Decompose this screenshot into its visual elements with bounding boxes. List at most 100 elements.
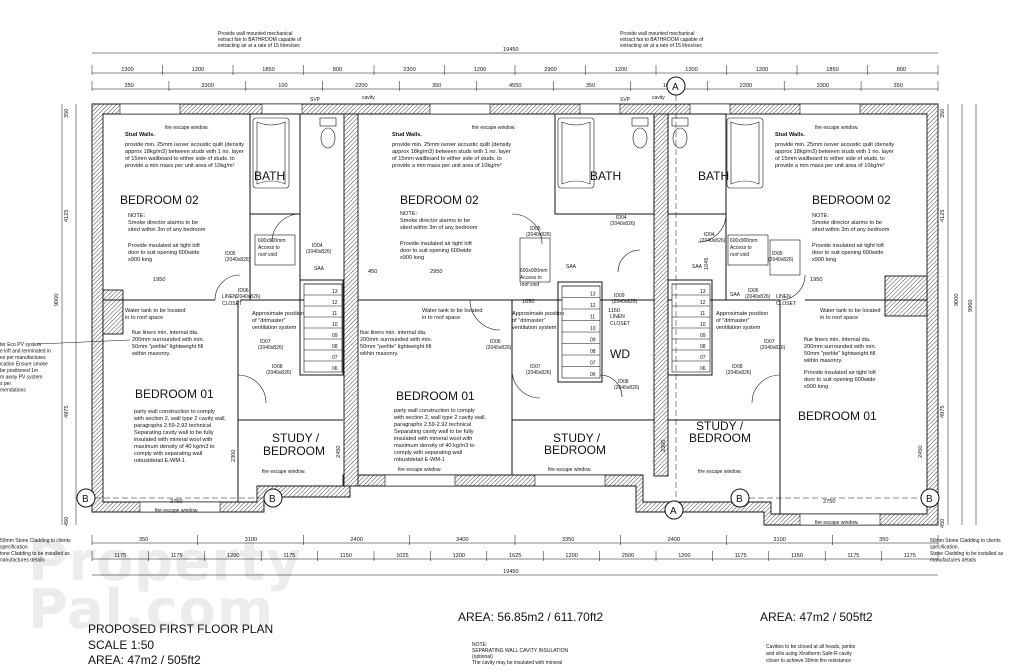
dim-right-450: 450 — [940, 519, 946, 528]
top-note-left: Provide wall mounted mechanical extract … — [218, 31, 302, 49]
water-tank-note: in to roof space — [125, 315, 163, 321]
party-wall-line: insulated with mineral wool with — [134, 437, 212, 443]
internal-dimension: 1150 — [608, 308, 620, 314]
vent-note: of "drimaster" — [512, 318, 546, 324]
loft-note: x900 long — [400, 255, 424, 261]
internal-dimension: 2300 — [661, 440, 667, 452]
stair-tread-number: 11 — [590, 315, 595, 321]
bottom-note: (optional) — [472, 654, 493, 660]
flue-note: 200mm surrounded with min. — [360, 337, 433, 343]
stud-line: of 15mm wallboard to either side of stud… — [125, 156, 235, 162]
dim-bottom-row2: 1175 — [283, 553, 295, 559]
fire-escape-label: fire escape window. — [165, 125, 209, 131]
cladding-note-left: 50mm Stone Cladding to clientsspecificat… — [0, 538, 71, 564]
party-wall-line: maximum density of 40 kg/m3 to — [394, 443, 475, 449]
smoke-note: sited within 3m of any bedroom — [128, 227, 206, 233]
room-labels: BATH BATH BATH BEDROOM 02 BEDROOM 02 BED… — [120, 169, 891, 458]
dim-right-9000: 9000 — [954, 294, 960, 306]
linen-label: LINEN — [776, 294, 791, 300]
flue-note: 200mm surrounded with min. — [804, 344, 877, 350]
stud-heading: Stud Walls. — [125, 132, 155, 138]
door-size-label: (2040x826) — [745, 294, 771, 300]
cladding-left-line: 50mm Stone Cladding to clients — [0, 538, 71, 544]
internal-dimension: 2300 — [231, 450, 237, 462]
cavities-note: and sills using Xtratherm Safe-R cavity — [766, 651, 852, 657]
vent-note: Approximate position — [716, 311, 768, 317]
linen-label: CLOSET — [222, 301, 242, 307]
loft-note: Provide insulated air tight loft — [128, 243, 200, 249]
pv-note-line: mendations — [0, 388, 26, 394]
party-wall-line: paragraphs 2.59-2.92 technical — [134, 423, 211, 429]
building-walls — [91, 103, 939, 526]
pv-note-line: s per — [0, 381, 11, 387]
fire-escape-label: fire escape window. — [155, 508, 199, 514]
stair-tread-number: 11 — [700, 311, 705, 317]
smoke-note: Smoke director alarms to be — [812, 220, 882, 226]
vent-note: ventilation system — [252, 325, 297, 331]
cladding-right-line: manufactures details — [930, 558, 977, 564]
cladding-left-line: specification. — [0, 545, 29, 551]
top-note-right-line: extract fan to BATHROOM capable of — [620, 37, 704, 43]
door-id-label: ID08 — [618, 379, 629, 385]
water-tank-note: in to roof space — [820, 315, 858, 321]
dim-top-row2: 350 — [586, 83, 595, 89]
dim-top-row1: 1200 — [192, 67, 204, 73]
dim-right-9960: 9960 — [968, 300, 974, 312]
bottom-note: SEPARATING WALL CAVITY INSULATION — [472, 648, 569, 654]
hatch-label: Access to — [730, 245, 752, 251]
area-left: AREA: 47m2 / 505ft2 — [88, 653, 201, 667]
stud-wall-note-mid: Stud Walls. provide min. 25mm isover aco… — [392, 132, 511, 169]
dim-top-row1: 1850 — [826, 67, 838, 73]
door-size-label: (2040x826) — [726, 370, 752, 376]
door-id-label: ID04 — [704, 232, 715, 238]
dim-top-row2: 3300 — [817, 83, 829, 89]
fire-escape-label: fire escape window. — [698, 469, 742, 475]
top-note-right: Provide wall mounted mechanical extract … — [620, 31, 704, 49]
vent-note: of "drimaster" — [716, 318, 750, 324]
internal-dimension: 450 — [368, 269, 377, 275]
door-id-label: ID08 — [272, 364, 283, 370]
door-id-label: ID04 — [616, 215, 627, 221]
hatch-label: Access to — [258, 245, 280, 251]
fire-escape-label: fire escape window. — [472, 125, 516, 131]
dim-overall-bottom: 19450 — [503, 569, 519, 575]
loft-note: door to suit opening 600wide — [128, 250, 200, 256]
pv-note-line: ication Ensure smoke — [0, 362, 48, 368]
cladding-right-line: 50mm Stone Cladding to clients — [930, 538, 1001, 544]
dim-bottom-row2: 1175 — [735, 553, 747, 559]
cladding-right-line: specification. — [930, 545, 959, 551]
dim-left-4125: 4125 — [64, 210, 70, 222]
stair-tread-number: 13 — [332, 289, 338, 295]
pv-note-line: m away PV system — [0, 375, 43, 381]
dim-bottom-row2: 1175 — [847, 553, 859, 559]
loft-note: Provide insulated air tight loft — [400, 241, 472, 247]
dim-bottom-row1: 350 — [879, 537, 888, 543]
flue-note: within masonry. — [131, 351, 171, 357]
stair-tread-number: 09 — [332, 333, 338, 339]
flue-note: flue liners min. internal dia. — [360, 330, 427, 336]
stair-tread-number: 09 — [590, 338, 596, 344]
section-a-bottom-label: A — [670, 506, 677, 517]
room-study-3-line1: STUDY / — [696, 419, 744, 433]
dim-bottom-row2: 1150 — [791, 553, 803, 559]
dim-top-row1: 1200 — [615, 67, 627, 73]
fire-escape-label: fire escape window. — [815, 125, 859, 131]
section-a-bottom-marker — [664, 500, 684, 520]
dim-top-row2: 2200 — [740, 83, 752, 89]
internal-dimension: 1050 — [522, 299, 534, 305]
stair-tread-number: 10 — [700, 322, 706, 328]
dim-bottom-row1: 3400 — [456, 537, 468, 543]
dim-bottom-row2: 1200 — [453, 553, 465, 559]
stair-tread-number: 08 — [700, 344, 706, 350]
stud-line: approx 18kg/m3) between studs with 1 no.… — [392, 149, 511, 155]
door-id-label: ID07 — [530, 364, 541, 370]
linen-label: LINEN — [222, 294, 237, 300]
top-note-left-line: extract fan to BATHROOM capable of — [218, 37, 302, 43]
vent-note: Approximate position — [252, 311, 304, 317]
door-id-label: ID06 — [748, 288, 759, 294]
stud-line: of 15mm wallboard to either side of stud… — [775, 156, 885, 162]
smoke-note: Smoke director alarms to be — [128, 220, 198, 226]
dim-bottom-row1: 3100 — [773, 537, 785, 543]
